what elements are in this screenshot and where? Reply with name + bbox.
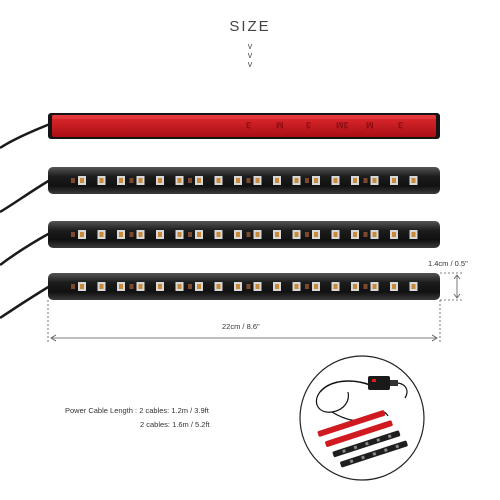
- led-core: [138, 178, 143, 183]
- resistor: [246, 284, 251, 289]
- led-core: [372, 178, 377, 183]
- height-dimension: [440, 272, 462, 301]
- led-core: [158, 232, 162, 237]
- led-core: [353, 232, 357, 237]
- led-core: [353, 284, 357, 289]
- adhesive-mark: M: [276, 120, 284, 130]
- led-core: [275, 232, 279, 237]
- led-core: [392, 232, 396, 237]
- adapter-plug-icon: [368, 376, 398, 390]
- adhesive-mark: 3: [246, 120, 252, 130]
- led-core: [80, 232, 84, 237]
- led-strip-icon: [0, 167, 440, 214]
- resistor: [71, 232, 75, 237]
- adhesive-mark: 3M: [336, 120, 349, 130]
- led-core: [177, 178, 182, 183]
- resistor: [71, 178, 75, 183]
- led-core: [294, 232, 299, 237]
- led-core: [294, 178, 299, 183]
- led-core: [99, 232, 104, 237]
- led-strip-icon: [0, 273, 440, 320]
- resistor: [305, 232, 309, 237]
- resistor: [129, 232, 134, 237]
- chevron-down-icon: v: [247, 59, 253, 69]
- led-core: [294, 284, 299, 289]
- led-core: [333, 284, 338, 289]
- led-core: [314, 178, 318, 183]
- led-core: [216, 284, 221, 289]
- resistor: [188, 232, 192, 237]
- led-core: [158, 284, 162, 289]
- led-core: [392, 178, 396, 183]
- resistor: [305, 284, 309, 289]
- led-core: [177, 232, 182, 237]
- resistor: [363, 178, 368, 183]
- led-core: [177, 284, 182, 289]
- led-core: [372, 232, 377, 237]
- resistor: [188, 284, 192, 289]
- led-core: [314, 232, 318, 237]
- led-core: [138, 284, 143, 289]
- led-core: [275, 178, 279, 183]
- cable-length-line2: 2 cables: 1.6m / 5.2ft: [140, 420, 210, 429]
- led-core: [216, 178, 221, 183]
- led-core: [119, 178, 123, 183]
- led-core: [197, 232, 201, 237]
- led-core: [236, 178, 240, 183]
- adhesive-strip: [0, 113, 440, 150]
- resistor: [305, 178, 309, 183]
- resistor: [363, 284, 368, 289]
- led-core: [372, 284, 377, 289]
- resistor: [188, 178, 192, 183]
- led-core: [333, 232, 338, 237]
- led-core: [353, 178, 357, 183]
- led-core: [216, 232, 221, 237]
- led-core: [197, 284, 201, 289]
- led-core: [255, 178, 260, 183]
- led-core: [99, 178, 104, 183]
- resistor: [363, 232, 368, 237]
- page-title: SIZE: [229, 18, 271, 35]
- chevron-down-icon: v: [247, 50, 253, 60]
- resistor: [246, 178, 251, 183]
- led-core: [236, 284, 240, 289]
- led-core: [119, 284, 123, 289]
- cable-length-line1: Power Cable Length : 2 cables: 1.2m / 3.…: [65, 406, 209, 415]
- led-core: [275, 284, 279, 289]
- led-core: [333, 178, 338, 183]
- resistor: [129, 178, 134, 183]
- resistor: [246, 232, 251, 237]
- led-core: [138, 232, 143, 237]
- kit-inset: [299, 355, 425, 481]
- led-core: [411, 178, 416, 183]
- length-dimension: [47, 300, 441, 343]
- length-label: 22cm / 8.6": [222, 322, 260, 331]
- height-label: 1.4cm / 0.5": [428, 259, 468, 268]
- led-core: [80, 284, 84, 289]
- adhesive-mark: 3: [306, 120, 312, 130]
- led-core: [255, 284, 260, 289]
- led-core: [80, 178, 84, 183]
- resistor: [129, 284, 134, 289]
- led-core: [119, 232, 123, 237]
- led-core: [158, 178, 162, 183]
- led-core: [392, 284, 396, 289]
- led-core: [314, 284, 318, 289]
- led-core: [255, 232, 260, 237]
- led-core: [411, 284, 416, 289]
- adhesive-mark: 3: [398, 120, 404, 130]
- led-core: [197, 178, 201, 183]
- led-core: [99, 284, 104, 289]
- adhesive-mark: M: [366, 120, 374, 130]
- resistor: [71, 284, 75, 289]
- led-strip-icon: [0, 221, 440, 267]
- led-core: [411, 232, 416, 237]
- chevron-down-icon: v: [247, 41, 253, 51]
- led-core: [236, 232, 240, 237]
